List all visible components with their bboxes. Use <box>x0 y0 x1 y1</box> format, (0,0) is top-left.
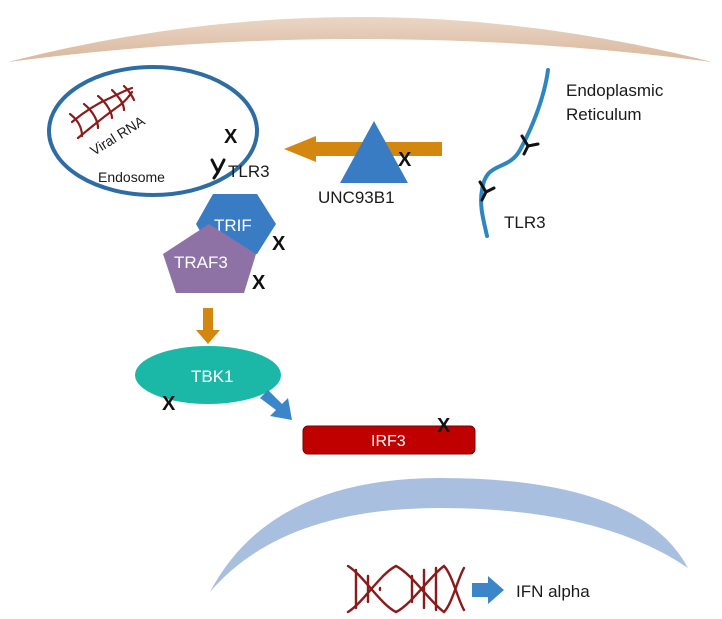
unc93b1-label: UNC93B1 <box>318 188 395 207</box>
viral-rna-helix-icon <box>68 84 136 140</box>
trif-label: TRIF <box>214 216 252 235</box>
dna-helix-icon <box>346 564 466 614</box>
dna-to-ifn-arrow <box>472 576 504 604</box>
irf3-bar <box>302 425 476 455</box>
endoplasmic-reticulum <box>479 68 550 238</box>
mutation-mark-tbk1: X <box>162 393 176 415</box>
tlr3-endosome-label: TLR3 <box>228 162 270 181</box>
mutation-mark-trif: X <box>272 233 286 255</box>
irf3-label: IRF3 <box>371 433 406 450</box>
unc93b1-triangle <box>340 121 408 183</box>
er-label-line1: Endoplasmic <box>566 81 664 100</box>
mutation-mark-irf3: X <box>437 415 451 437</box>
tbk1-label: TBK1 <box>191 367 234 386</box>
tbk1-to-irf3-arrow <box>260 390 292 420</box>
endosome-label: Endosome <box>98 169 165 185</box>
tlr3-receptor-er <box>478 134 540 202</box>
tlr3-er-label: TLR3 <box>504 213 546 232</box>
mutation-mark-unc93b1: X <box>398 149 412 171</box>
nucleus-membrane <box>210 478 688 592</box>
mutation-mark-traf3: X <box>252 272 266 294</box>
traf3-label: TRAF3 <box>174 253 228 272</box>
ifn-alpha-label: IFN alpha <box>516 582 590 601</box>
cell-membrane <box>8 17 712 62</box>
mutation-mark-endosome: X <box>224 126 238 148</box>
traf3-to-tbk1-arrow <box>196 308 220 344</box>
tbk1-ellipse <box>135 346 281 404</box>
tlr3-receptor-endosome <box>210 158 226 180</box>
traf3-pentagon <box>163 224 256 293</box>
er-label-line2: Reticulum <box>566 105 642 124</box>
